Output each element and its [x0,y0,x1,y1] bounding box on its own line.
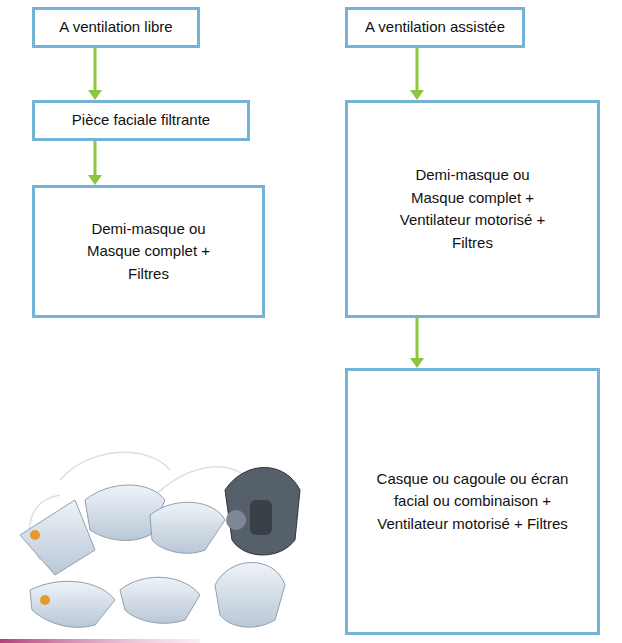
mask [215,563,285,628]
box-label: Demi-masque ou Masque complet + Filtres [86,218,211,286]
process-box: A ventilation assistée [345,7,525,48]
half-mask [225,468,300,556]
valve [40,595,50,605]
box-label: A ventilation assistée [365,16,505,39]
accent-bar [0,639,200,643]
process-box: Pièce faciale filtrante [32,100,250,141]
process-box: Demi-masque ou Masque complet + Ventilat… [345,100,600,318]
mask [30,581,115,627]
valve [30,530,40,540]
box-label: Demi-masque ou Masque complet + Ventilat… [393,164,553,254]
flow-arrow [410,318,424,368]
process-box: Demi-masque ou Masque complet + Filtres [32,185,265,318]
mask [20,500,95,575]
mask-illustration [0,440,310,643]
mask [150,502,225,553]
mask [120,577,200,623]
box-label: Casque ou cagoule ou écran facial ou com… [365,468,580,536]
process-box: A ventilation libre [32,7,200,48]
box-label: A ventilation libre [59,16,172,39]
flow-arrow [88,141,102,186]
process-box: Casque ou cagoule ou écran facial ou com… [345,368,600,635]
flow-arrow [88,48,102,101]
box-label: Pièce faciale filtrante [72,109,210,132]
flow-arrow [410,48,424,101]
